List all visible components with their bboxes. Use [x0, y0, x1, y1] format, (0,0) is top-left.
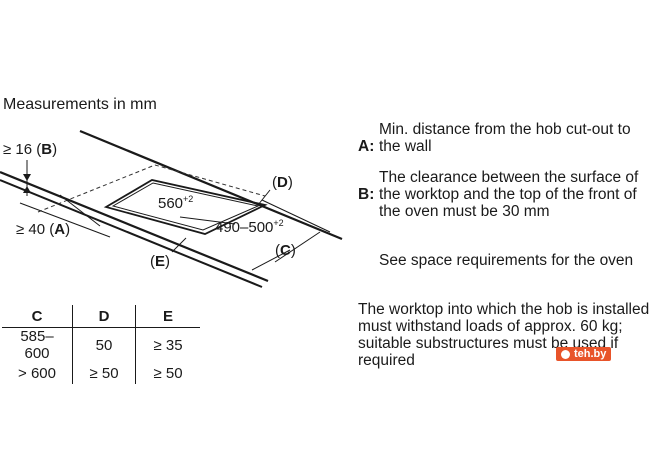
d-dimension-line [261, 199, 331, 233]
a-extension-line [59, 194, 101, 227]
note-a: A: [358, 138, 375, 155]
depth-dimension-line [179, 216, 236, 225]
note-load: The worktop into which the hob is instal… [358, 301, 650, 369]
worktop-front-edge-bottom [0, 179, 263, 288]
worktop-back-edge [79, 129, 343, 241]
table-cell: > 600 [18, 364, 56, 382]
a-dimension-line [19, 202, 111, 238]
table-cell: ≥ 50 [135, 362, 200, 384]
hob-outline-dashed [37, 164, 266, 213]
worktop-drawing [0, 129, 343, 288]
table-header: E [135, 305, 200, 328]
b-arrow-down [23, 174, 31, 181]
dimension-table: C D E 585–600 50 ≥ 35 > 600 ≥ 50 ≥ 50 [2, 305, 200, 384]
label-depth: 490–500+2 [215, 218, 284, 236]
label-c: (C) [275, 242, 296, 259]
label-d: (D) [272, 174, 293, 191]
label-a: ≥ 40 (A) [16, 221, 71, 238]
watermark-logo: teh.by [556, 347, 612, 361]
e-leader [171, 237, 187, 253]
table-header-row: C D E [2, 305, 200, 328]
table-cell: ≥ 50 [72, 362, 136, 384]
watermark-icon [561, 350, 570, 359]
cutout-outer [103, 179, 268, 235]
table-header: C [2, 305, 73, 328]
note-b-text: The clearance between the surface of the… [379, 169, 639, 220]
note-a-text: Min. distance from the hob cut-out to th… [379, 121, 631, 155]
cutout-inner [111, 182, 260, 231]
label-b: ≥ 16 (B) [3, 141, 58, 158]
note-b: B: [358, 186, 375, 203]
table-cell: ≥ 35 [135, 327, 200, 362]
table-row: 585–600 50 ≥ 35 [2, 327, 200, 362]
label-e: (E) [150, 253, 171, 270]
table-row: > 600 ≥ 50 ≥ 50 [2, 362, 200, 384]
c-dimension-line [251, 249, 291, 271]
b-arrow-up [23, 186, 31, 193]
c-extension-line [274, 231, 321, 263]
page-title: Measurements in mm [3, 96, 157, 113]
table-cell: 50 [72, 327, 136, 362]
note-space: See space requirements for the oven [379, 252, 634, 269]
table-cell: 585–600 [20, 328, 54, 362]
table-header: D [72, 305, 136, 328]
worktop-front-edge-top [0, 170, 269, 283]
d-leader [257, 189, 271, 206]
label-width: 560+2 [158, 194, 194, 212]
